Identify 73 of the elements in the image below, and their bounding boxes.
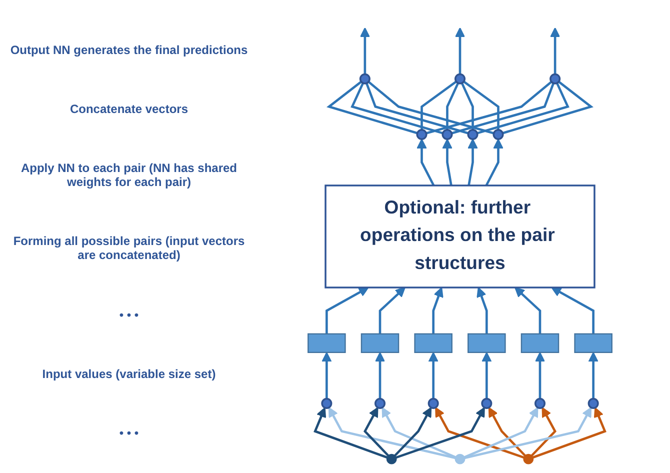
arrow <box>454 27 466 74</box>
arrow <box>364 407 390 457</box>
node-circle <box>550 73 561 84</box>
node-circle <box>428 398 439 409</box>
arrow <box>428 352 438 399</box>
connector <box>451 82 555 134</box>
connector <box>502 80 594 134</box>
node-box <box>414 333 452 353</box>
node-box <box>520 333 560 353</box>
arrow <box>532 407 606 459</box>
node-circle <box>454 454 466 464</box>
node-circle <box>386 454 397 464</box>
node-box <box>308 333 346 353</box>
node-circle <box>416 128 428 140</box>
arrow <box>394 407 432 457</box>
node-circle <box>321 398 332 409</box>
row-caption: Input values (variable size set) <box>41 367 217 382</box>
arrow <box>326 287 369 334</box>
arrow <box>396 407 485 459</box>
arrow <box>551 287 594 334</box>
arrow <box>550 27 560 74</box>
node-circle <box>534 398 546 409</box>
node-circle <box>588 398 599 409</box>
row-caption: Forming all possible pairs (input vectors are concatenated) <box>12 234 246 262</box>
arrow <box>534 352 546 399</box>
connector <box>365 82 469 134</box>
connector <box>420 80 457 130</box>
arrow <box>588 352 598 399</box>
arrow <box>464 407 538 458</box>
arrow <box>435 407 524 459</box>
arrow <box>464 407 592 460</box>
row-caption: Apply NN to each pair (NN has shared weights for each pair) <box>20 161 238 190</box>
arrow <box>314 407 388 459</box>
arrow <box>374 352 386 399</box>
arrow <box>468 138 478 186</box>
node-circle <box>442 128 453 140</box>
arrow <box>485 138 504 186</box>
arrow <box>476 287 488 334</box>
node-box: Optional: further operations on the pair structures <box>324 184 596 288</box>
arrow <box>378 287 406 334</box>
connector <box>350 82 444 134</box>
row-caption: Concatenate vectors <box>68 102 190 116</box>
arrow <box>360 27 370 74</box>
connector <box>368 80 494 134</box>
node-circle <box>454 73 466 84</box>
connector <box>426 80 552 134</box>
arrow <box>322 352 332 399</box>
arrow <box>514 287 542 334</box>
connector <box>446 82 460 130</box>
connector <box>460 82 474 130</box>
node-circle <box>523 454 534 464</box>
node-circle <box>492 128 504 140</box>
row-caption: • • • <box>118 426 140 440</box>
arrow <box>328 407 456 460</box>
connector <box>476 82 570 134</box>
row-caption: Output NN generates the final predictions <box>9 42 249 57</box>
arrow <box>530 407 556 457</box>
node-box <box>574 333 612 353</box>
row-caption: • • • <box>118 308 140 322</box>
arrow <box>382 407 456 458</box>
connector <box>463 80 500 130</box>
node-circle <box>467 128 478 140</box>
arrow <box>488 407 526 457</box>
arrow <box>442 138 452 186</box>
node-circle <box>374 398 386 409</box>
arrow <box>416 138 435 186</box>
node-box <box>468 333 506 353</box>
node-circle <box>359 73 370 84</box>
node-box <box>360 333 400 353</box>
arrow <box>482 352 492 399</box>
arrow <box>432 287 444 334</box>
connector <box>326 80 418 134</box>
node-circle <box>481 398 492 409</box>
